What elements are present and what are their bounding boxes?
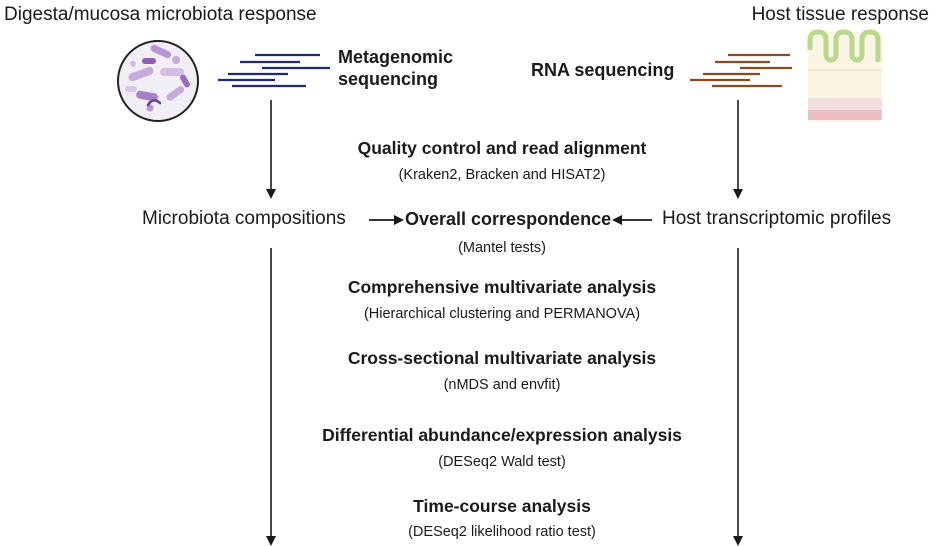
step-cross-sectional-title: Cross-sectional multivariate analysis (347, 348, 657, 368)
microbiota-compositions-node: Microbiota compositions (142, 208, 346, 229)
overall-correspondence-subtitle: (Mantel tests) (458, 240, 546, 256)
metagenomic-label-line2: sequencing (338, 69, 439, 89)
metagenomic-reads-icon (218, 53, 330, 88)
step-time-course-title: Time-course analysis (413, 496, 591, 516)
overall-correspondence-title: Overall correspondence (405, 209, 612, 229)
intestinal-tissue-icon (807, 29, 882, 122)
step-comprehensive-subtitle: (Hierarchical clustering and PERMANOVA) (363, 306, 641, 322)
host-transcriptomic-profiles-node: Host transcriptomic profiles (662, 208, 892, 229)
step-differential-subtitle: (DESeq2 Wald test) (438, 454, 566, 470)
step-time-course-subtitle: (DESeq2 likelihood ratio test) (408, 524, 596, 540)
step-comprehensive-title: Comprehensive multivariate analysis (347, 277, 657, 297)
step-quality-control-title: Quality control and read alignment (357, 138, 647, 158)
step-quality-control-subtitle: (Kraken2, Bracken and HISAT2) (398, 167, 606, 183)
microbiota-petri-dish-icon (117, 40, 199, 122)
rna-sequencing-label: RNA sequencing (531, 60, 675, 80)
metagenomic-label-line1: Metagenomic (338, 47, 454, 67)
step-differential-title: Differential abundance/expression analys… (322, 425, 682, 445)
right-panel-title: Host tissue response (751, 4, 929, 25)
metagenomic-sequencing-label: Metagenomic sequencing (338, 46, 453, 90)
left-panel-title: Digesta/mucosa microbiota response (4, 4, 317, 25)
rna-reads-icon (690, 53, 792, 88)
step-cross-sectional-subtitle: (nMDS and envfit) (443, 377, 561, 393)
